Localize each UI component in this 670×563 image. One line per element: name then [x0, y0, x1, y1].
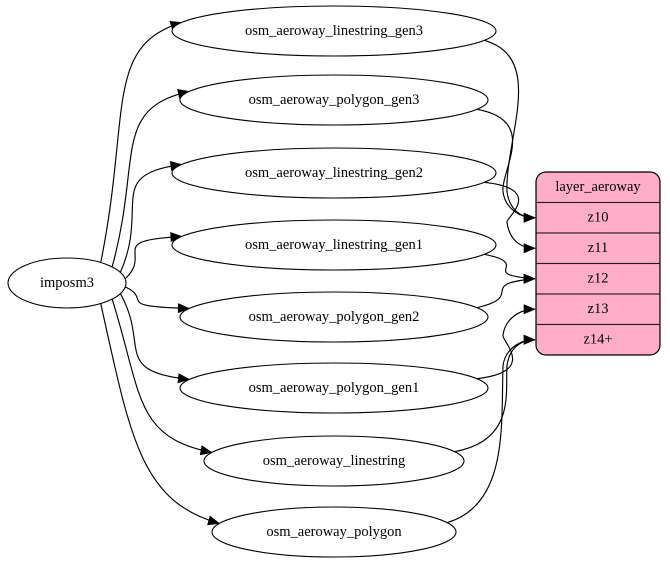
- layer-aeroway-table[interactable]: layer_aeroway z10 z11 z12 z13 z14+: [536, 172, 660, 355]
- node-ellipse-shape: [179, 291, 489, 343]
- arrowhead-row-4-7: [523, 334, 536, 345]
- edge-osm-aeroway-linestring-to-row-4: [454, 339, 536, 453]
- node-label: osm_aeroway_linestring_gen3: [245, 23, 423, 39]
- node-osm-aeroway-linestring-gen2[interactable]: osm_aeroway_linestring_gen2: [171, 147, 497, 199]
- node-label: osm_aeroway_polygon: [266, 524, 402, 540]
- nodes-layer: imposm3 osm_aeroway_linestring_gen3 osm_ae…: [7, 5, 497, 558]
- edge-imposm3-to-osm-aeroway-linestring: [111, 298, 212, 454]
- edge-osm-aeroway-polygon-to-row-4: [446, 339, 536, 524]
- node-imposm3[interactable]: imposm3: [7, 257, 127, 309]
- node-osm-aeroway-polygon[interactable]: osm_aeroway_polygon: [211, 506, 457, 558]
- table-row-label: z13: [588, 301, 609, 317]
- edge-imposm3-to-osm-aeroway-polygon-gen3: [111, 90, 190, 268]
- node-ellipse-shape: [171, 147, 497, 199]
- node-ellipse-shape: [179, 362, 489, 414]
- node-osm-aeroway-linestring-gen3[interactable]: osm_aeroway_linestring_gen3: [171, 5, 497, 57]
- edge-imposm3-to-osm-aeroway-polygon-gen1: [119, 292, 190, 381]
- table-row-cell-z13[interactable]: [536, 293, 660, 326]
- table-row-cell-z14+[interactable]: [536, 323, 660, 356]
- edge-imposm3-to-osm-aeroway-polygon: [100, 303, 220, 525]
- arrowhead-to-osm-aeroway-polygon: [207, 515, 221, 526]
- node-label: osm_aeroway_polygon_gen1: [249, 380, 420, 396]
- node-ellipse-shape: [211, 506, 457, 558]
- node-ellipse-shape: [171, 5, 497, 57]
- node-ellipse-shape: [179, 74, 489, 126]
- table-row-label: z14+: [583, 332, 612, 348]
- arrowhead-to-osm-aeroway-linestring: [199, 445, 213, 456]
- node-osm-aeroway-polygon-gen3[interactable]: osm_aeroway_polygon_gen3: [179, 74, 489, 126]
- edge-imposm3-to-osm-aeroway-linestring-gen1: [123, 235, 182, 280]
- node-osm-aeroway-polygon-gen1[interactable]: osm_aeroway_polygon_gen1: [179, 362, 489, 414]
- node-label: osm_aeroway_polygon_gen3: [249, 92, 420, 108]
- node-label: osm_aeroway_linestring: [263, 453, 406, 469]
- node-osm-aeroway-linestring[interactable]: osm_aeroway_linestring: [203, 435, 465, 487]
- table-row-label: z11: [588, 240, 608, 256]
- arrowhead-row-2-4: [523, 273, 536, 284]
- arrowhead-to-osm-aeroway-polygon-gen1: [177, 373, 191, 384]
- arrowhead-row-1-2: [523, 243, 536, 254]
- node-ellipse-shape: [171, 219, 497, 271]
- edge-osm-aeroway-linestring-gen2-to-row-1: [484, 181, 536, 249]
- node-ellipse-shape: [7, 257, 127, 309]
- node-ellipse-shape: [203, 435, 465, 487]
- edge-osm-aeroway-linestring-gen1-to-row-2: [484, 253, 536, 280]
- arrowhead-row-3-5: [523, 304, 536, 315]
- table-row-label: z10: [588, 210, 609, 226]
- node-osm-aeroway-polygon-gen2[interactable]: osm_aeroway_polygon_gen2: [179, 291, 489, 343]
- table-row-label: z12: [588, 271, 609, 287]
- table-outline: [535, 171, 661, 356]
- table-header-label: layer_aeroway: [555, 179, 641, 195]
- node-label: osm_aeroway_polygon_gen2: [249, 309, 420, 325]
- edge-imposm3-to-osm-aeroway-polygon-gen2: [124, 285, 190, 310]
- node-osm-aeroway-linestring-gen1[interactable]: osm_aeroway_linestring_gen1: [171, 219, 497, 271]
- arrowhead-row-0-1: [523, 212, 536, 223]
- arrowhead-to-osm-aeroway-polygon-gen2: [177, 303, 191, 314]
- node-label: imposm3: [40, 275, 94, 291]
- table-header-cell[interactable]: [536, 172, 660, 204]
- edge-imposm3-to-osm-aeroway-linestring-gen2: [119, 163, 182, 274]
- node-label: osm_aeroway_linestring_gen1: [245, 237, 423, 253]
- edge-osm-aeroway-polygon-gen2-to-row-2: [476, 278, 536, 309]
- edge-imposm3-to-osm-aeroway-linestring-gen3: [100, 21, 182, 263]
- table-row-cell-z11[interactable]: [536, 232, 660, 265]
- table-node-layer: layer_aeroway z10 z11 z12 z13 z14+: [535, 171, 661, 356]
- node-label: osm_aeroway_linestring_gen2: [245, 165, 423, 181]
- edges-layer: [100, 20, 536, 526]
- edge-osm-aeroway-polygon-gen3-to-row-0: [476, 108, 536, 219]
